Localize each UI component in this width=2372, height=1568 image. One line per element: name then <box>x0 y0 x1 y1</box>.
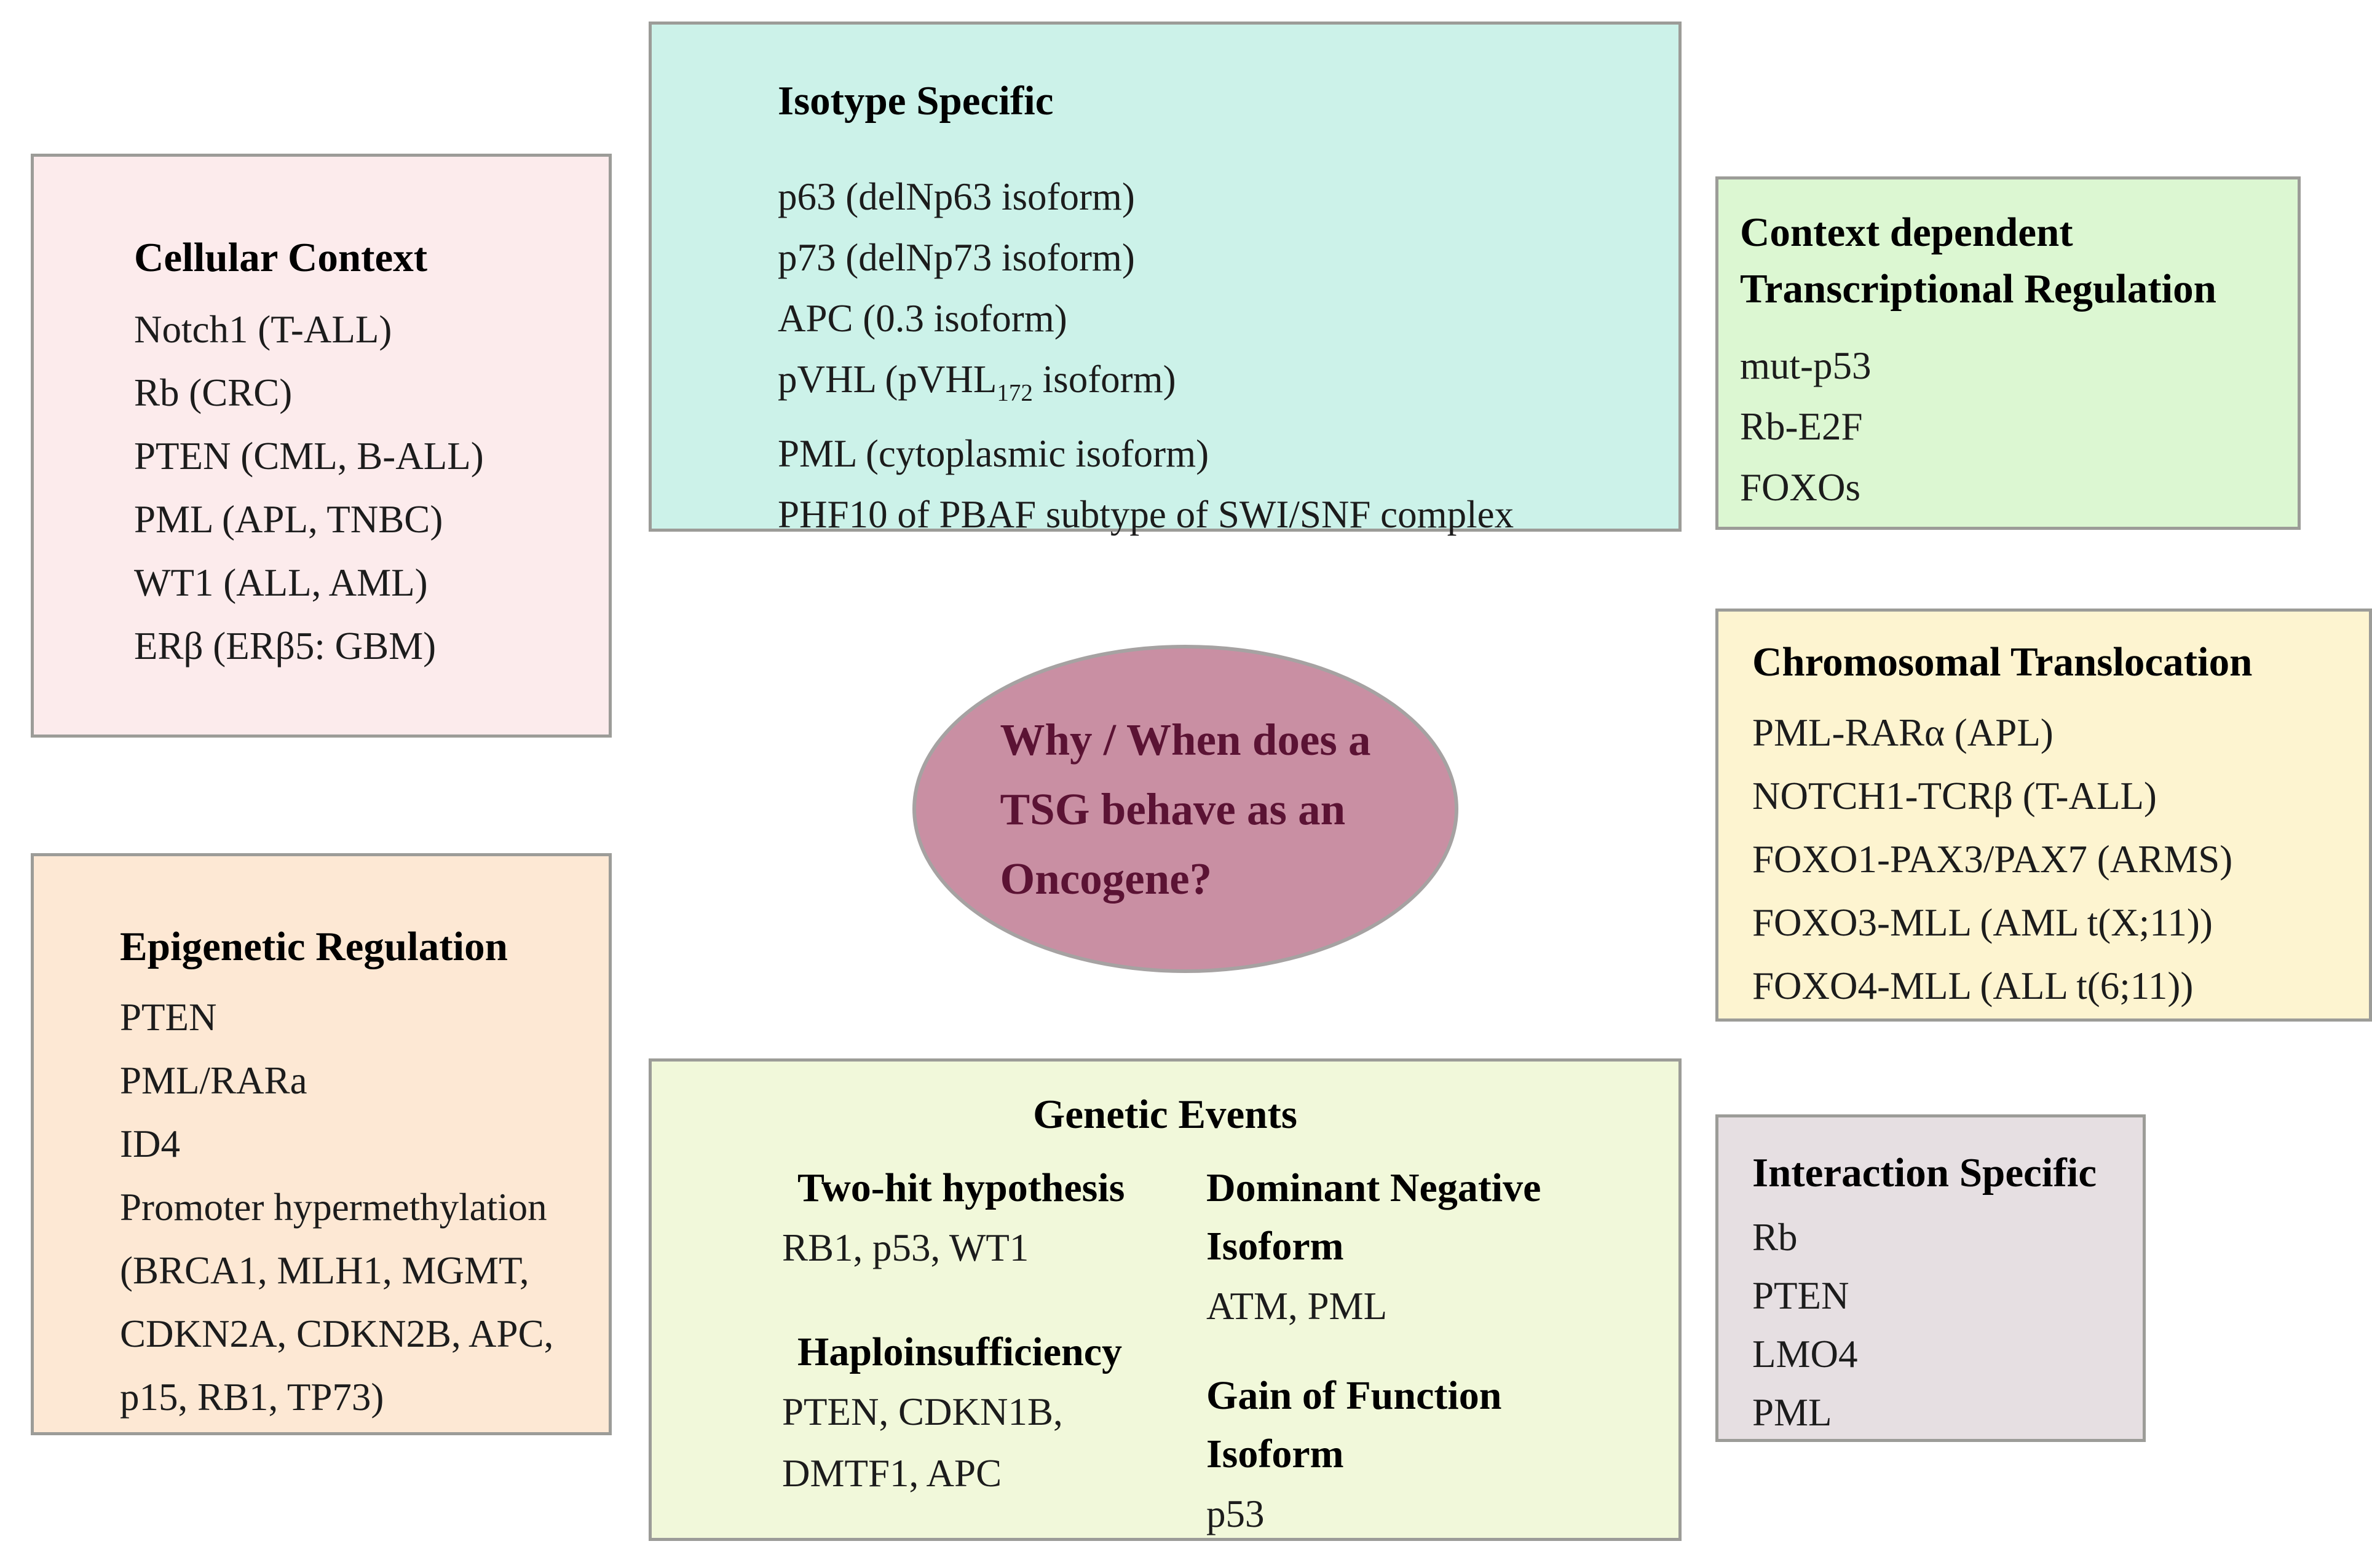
genetic-events-columns: Two-hit hypothesis RB1, p53, WT1 Haploin… <box>652 1159 1678 1545</box>
haploinsufficiency-genes: PTEN, CDKN1B, DMTF1, APC <box>782 1390 1063 1495</box>
list-item: Rb-E2F <box>1740 405 1863 448</box>
list-item: ERβ (ERβ5: GBM) <box>134 624 437 668</box>
list-item-pvhl: pVHL (pVHL172 isoform) <box>778 349 1666 424</box>
epigenetic-regulation-title: Epigenetic Regulation <box>120 924 508 969</box>
list-item: PML-RARα (APL) <box>1752 711 2054 754</box>
central-question-text: Why / When does a TSG behave as an Oncog… <box>1000 714 1371 904</box>
epigenetic-regulation-box: Epigenetic Regulation PTEN PML/RARa ID4 … <box>31 853 612 1435</box>
list-item: FOXO3-MLL (AML t(X;11)) <box>1752 901 2213 944</box>
pvhl-prefix: pVHL (pVHL <box>778 358 997 401</box>
list-item: Notch1 (T-ALL) <box>134 308 392 351</box>
context-dependent-box: Context dependent Transcriptional Regula… <box>1715 176 2301 530</box>
isotype-specific-box: Isotype Specific p63 (delNp63 isoform) p… <box>649 22 1682 536</box>
list-item: PHF10 of PBAF subtype of SWI/SNF complex <box>778 492 1514 536</box>
list-item: PML (APL, TNBC) <box>134 498 443 541</box>
isotype-specific-title: Isotype Specific <box>778 78 1054 124</box>
list-item: APC (0.3 isoform) <box>778 297 1067 340</box>
genetic-events-right-column: Dominant Negative Isoform ATM, PML Gain … <box>1206 1159 1624 1545</box>
pvhl-subscript: 172 <box>997 379 1033 406</box>
pvhl-suffix: isoform) <box>1032 358 1176 401</box>
genetic-events-left-column: Two-hit hypothesis RB1, p53, WT1 Haploin… <box>782 1159 1151 1545</box>
list-item: Rb <box>1752 1216 1798 1259</box>
chromosomal-translocation-box: Chromosomal Translocation PML-RARα (APL)… <box>1715 609 2372 1022</box>
cellular-context-box: Cellular Context Notch1 (T-ALL) Rb (CRC)… <box>31 154 612 738</box>
list-item: LMO4 <box>1752 1333 1858 1376</box>
list-item: NOTCH1-TCRβ (T-ALL) <box>1752 774 2157 817</box>
list-item: p63 (delNp63 isoform) <box>778 175 1135 218</box>
gain-of-function-isoform-genes: p53 <box>1206 1492 1265 1535</box>
list-item: WT1 (ALL, AML) <box>134 561 428 604</box>
genetic-events-title: Genetic Events <box>1033 1092 1297 1137</box>
genetic-events-box: Genetic Events Two-hit hypothesis RB1, p… <box>649 1058 1682 1541</box>
list-item: PML <box>1752 1391 1832 1434</box>
list-item: PML/RARa <box>120 1059 307 1102</box>
interaction-specific-box: Interaction Specific Rb PTEN LMO4 PML <box>1715 1114 2146 1442</box>
cellular-context-title: Cellular Context <box>134 235 428 280</box>
list-item: p73 (delNp73 isoform) <box>778 236 1135 279</box>
gain-of-function-isoform-heading: Gain of Function Isoform <box>1206 1373 1502 1476</box>
list-item: ID4 <box>120 1122 180 1165</box>
dominant-negative-isoform-heading: Dominant Negative Isoform <box>1206 1165 1541 1269</box>
dominant-negative-isoform-genes: ATM, PML <box>1206 1285 1388 1328</box>
list-item: PTEN (CML, B-ALL) <box>134 435 484 478</box>
list-item: FOXOs <box>1740 466 1861 509</box>
haploinsufficiency-heading: Haploinsufficiency <box>797 1330 1123 1374</box>
context-dependent-title: Context dependent Transcriptional Regula… <box>1740 210 2216 312</box>
list-item: PML (cytoplasmic isoform) <box>778 431 1209 475</box>
central-question-ellipse: Why / When does a TSG behave as an Oncog… <box>912 645 1458 973</box>
two-hit-hypothesis-heading: Two-hit hypothesis <box>797 1165 1125 1210</box>
list-item: mut-p53 <box>1740 344 1872 387</box>
list-item: PTEN <box>120 996 217 1039</box>
list-item: FOXO1-PAX3/PAX7 (ARMS) <box>1752 838 2233 881</box>
list-item: Promoter hypermethylation (BRCA1, MLH1, … <box>120 1186 554 1419</box>
list-item: PTEN <box>1752 1274 1849 1317</box>
two-hit-hypothesis-genes: RB1, p53, WT1 <box>782 1226 1029 1269</box>
list-item: Rb (CRC) <box>134 371 293 414</box>
interaction-specific-title: Interaction Specific <box>1752 1150 2097 1196</box>
chromosomal-translocation-title: Chromosomal Translocation <box>1752 639 2253 685</box>
list-item: FOXO4-MLL (ALL t(6;11)) <box>1752 964 2194 1007</box>
